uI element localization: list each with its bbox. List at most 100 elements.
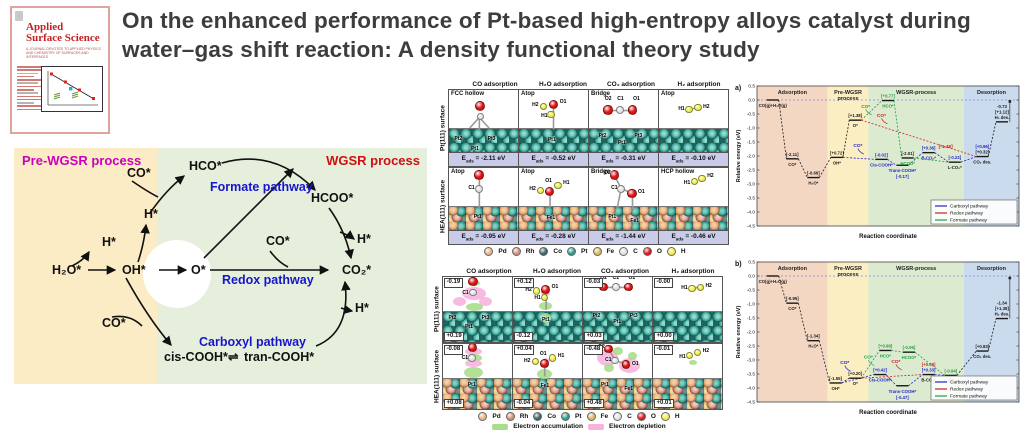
column-header: CO adsorption <box>472 81 518 88</box>
atom-o <box>539 358 549 368</box>
y-tick-label: -4.5 <box>747 224 756 230</box>
paper-title-line2: water–gas shift reaction: A density func… <box>122 37 760 62</box>
level-value: [-1.55] <box>829 376 842 381</box>
eads-value: Eads = -0.31 eV <box>589 152 658 166</box>
grid-header-spacer <box>449 80 461 89</box>
path-connector <box>913 157 949 163</box>
level-value: [+0.99] <box>879 343 893 348</box>
float-label: [-1.48] <box>939 144 954 150</box>
isosurface-blob <box>465 360 483 368</box>
atom-slab <box>449 128 518 153</box>
level-value: [+0.42] <box>873 368 887 373</box>
reaction-arrow <box>315 280 351 347</box>
site-label: Atop <box>451 169 465 175</box>
region-label: Pre-WGSR process <box>22 153 141 168</box>
charge-value-bottom: -0.12 <box>514 331 533 341</box>
charge-value-top: -0.03 <box>584 278 603 288</box>
column-header: H₂ adsorption <box>671 268 715 275</box>
site-label: Bridge <box>591 169 611 175</box>
species-label: CO₂* <box>342 263 371 277</box>
path-connector <box>861 374 923 379</box>
atom-legend-dot <box>666 247 676 256</box>
atom-o <box>628 105 638 115</box>
atom-label: C1 <box>468 184 475 191</box>
atom-o <box>604 344 614 354</box>
path-connector <box>860 350 880 379</box>
atom-legend-dot <box>533 412 543 421</box>
atom-h <box>688 284 696 292</box>
species-label: OH* <box>122 263 146 277</box>
level-value: [+0.77] <box>881 94 895 99</box>
column-header: CO₂ adsorption <box>606 81 656 88</box>
level-species: B-CO₂* <box>921 156 936 161</box>
atom-slab <box>449 206 518 231</box>
slab-atom-label: Pt1 <box>613 318 622 325</box>
species-label: H* <box>144 207 158 221</box>
level-species: H₂O* <box>808 181 818 186</box>
atom-c <box>611 283 620 291</box>
atom-h <box>539 102 548 110</box>
level-species: Trans-COOH* <box>889 389 917 394</box>
atom-legend-dot <box>505 412 515 421</box>
path-connector <box>841 377 850 384</box>
atom-legend-label: H <box>674 413 680 420</box>
charge-value-bottom: +0.00 <box>654 331 675 341</box>
y-tick-label: -1.0 <box>747 302 756 308</box>
charge-value-top: -0.08 <box>444 345 463 355</box>
legend-label: Carboxyl pathway <box>950 380 989 386</box>
float-label: CO* <box>891 359 900 365</box>
section-title: Desorption <box>977 266 1007 272</box>
eads-value: Eads = -0.52 eV <box>519 152 588 166</box>
isosurface-blob <box>603 363 614 372</box>
slab-atom-label: Pt3 <box>481 314 490 321</box>
eads-value: Eads = -2.11 eV <box>449 152 518 166</box>
section-band <box>757 262 828 402</box>
section-band <box>827 262 869 402</box>
level-value: [+0.09] <box>922 362 936 367</box>
level-species: CO(g)+H₂O(g) <box>759 279 788 284</box>
atom-legend-dot <box>660 412 670 421</box>
atom-legend-dot <box>511 247 521 256</box>
atom-h <box>533 287 541 295</box>
atom-legend-dot <box>567 247 577 256</box>
level-species: CO* <box>788 162 796 167</box>
x-axis-title: Reaction coordinate <box>859 234 917 240</box>
atom-label: C1 <box>605 356 612 363</box>
charge-value-top: -0.48 <box>584 345 603 355</box>
y-tick-label: -4.0 <box>747 210 756 216</box>
level-value2: [+0.32] <box>975 150 989 155</box>
atom-label: H1 <box>683 180 691 187</box>
atom-legend-label: O <box>656 248 662 255</box>
column-header: CO₂ adsorption <box>600 268 650 275</box>
level-value2: [+0.33] <box>922 368 936 373</box>
atom-label: H2 <box>525 287 532 293</box>
atom-c <box>617 184 626 193</box>
y-tick-label: -3.5 <box>747 372 756 378</box>
atom-h <box>693 349 702 357</box>
slab-atom-label: Pt1 <box>617 140 626 147</box>
level-species: H₂ des. <box>995 312 1010 317</box>
path-connector <box>893 100 903 159</box>
path-connector <box>778 99 787 159</box>
atom-label: C1 <box>611 184 618 191</box>
section-band <box>757 86 828 226</box>
path-connector <box>887 159 897 166</box>
section-title: process <box>837 96 858 102</box>
atom-label: H2 <box>702 347 710 354</box>
atom-legend-dot <box>478 412 488 421</box>
charge-value-bottom: +0.01 <box>654 398 675 408</box>
column-header: H₂ adsorption <box>677 81 721 88</box>
slab-atom-label: Pt1 <box>541 317 550 324</box>
level-value2: [+1.12] <box>995 109 1009 114</box>
slab-atom-label: Pt1 <box>467 381 476 388</box>
region-notch <box>143 240 211 308</box>
y-tick-label: -1.0 <box>747 126 756 132</box>
slab-atom-label: Pt2 <box>598 132 607 139</box>
y-axis-title: Relative energy (eV) <box>736 130 742 183</box>
level-value: -0.73 <box>997 104 1007 109</box>
